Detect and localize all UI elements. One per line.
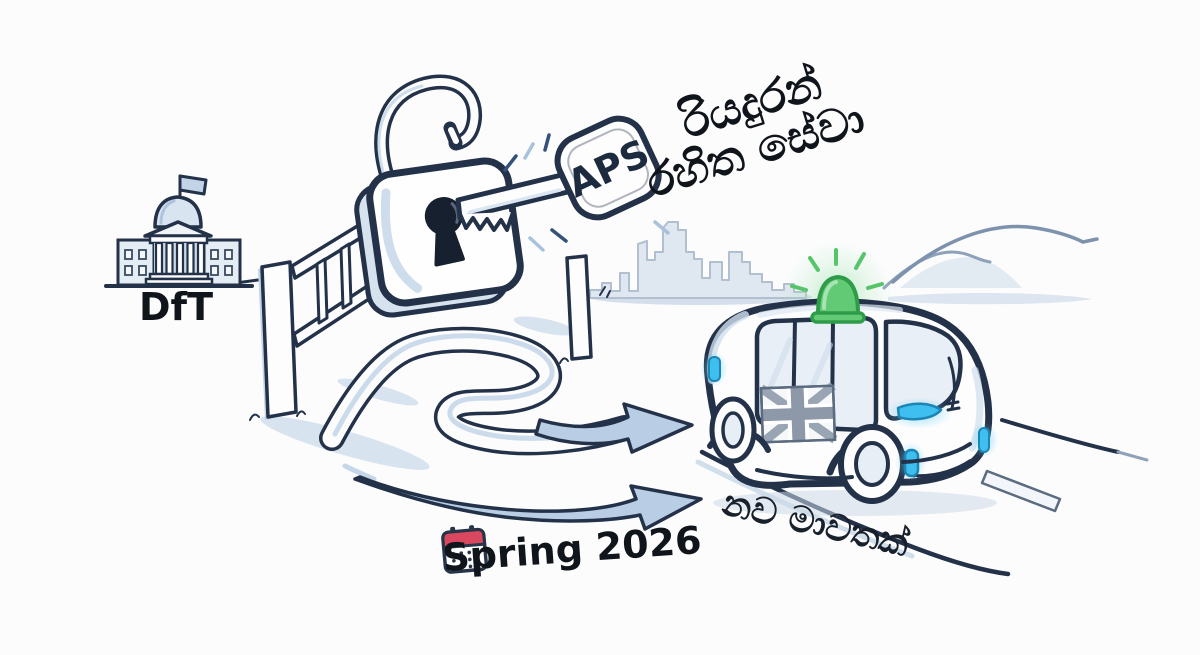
- city-skyline-icon: [588, 221, 812, 305]
- arrow-right-icon: [534, 402, 694, 454]
- government-building-icon: DfT: [104, 174, 254, 329]
- union-jack-icon: [758, 382, 838, 446]
- autonomous-shuttle-icon: [700, 241, 998, 516]
- calendar-icon: [441, 525, 488, 574]
- arrow-right-lower-icon: [342, 463, 703, 531]
- green-beacon-icon: [790, 248, 884, 324]
- headlight-icon: [700, 351, 998, 482]
- hills-icon: [882, 224, 1099, 305]
- sparkle-icon: [503, 133, 670, 252]
- open-padlock-icon: [354, 74, 524, 318]
- aps-key-icon: APS: [455, 115, 670, 252]
- winding-road-icon: [319, 326, 638, 456]
- keyhole-icon: [424, 197, 465, 267]
- building-label: DfT: [139, 285, 213, 329]
